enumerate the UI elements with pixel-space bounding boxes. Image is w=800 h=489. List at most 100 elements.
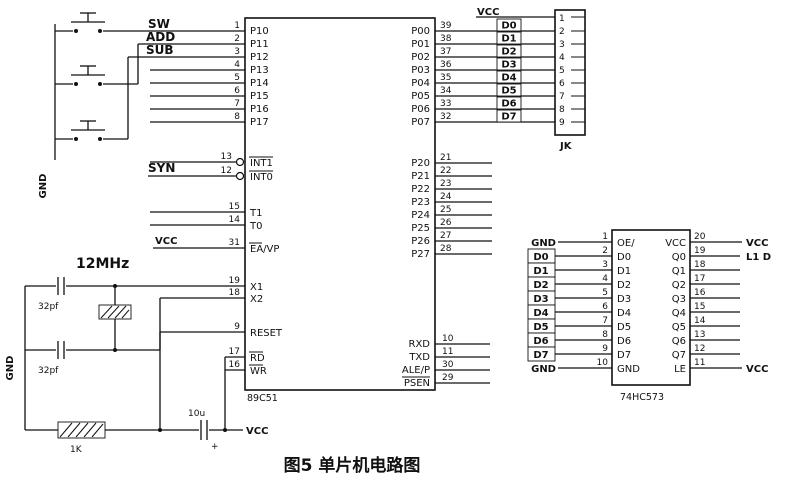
pin-label: D2 xyxy=(617,280,631,291)
net-label: D3 xyxy=(533,294,548,305)
pin-number: 17 xyxy=(229,347,240,357)
pin-number: 26 xyxy=(440,218,452,228)
pin-number: 7 xyxy=(602,316,608,326)
net-label: D7 xyxy=(533,350,548,361)
pin-label: P13 xyxy=(250,65,269,76)
pin-number: 5 xyxy=(559,66,565,76)
pin-label: LE xyxy=(674,364,686,375)
pin-number: 6 xyxy=(559,79,565,89)
pin-number: 36 xyxy=(440,60,452,70)
pin-number: 39 xyxy=(440,21,452,31)
signal-label: ADD xyxy=(146,30,175,44)
net-label: D3 xyxy=(501,60,516,71)
inversion-bubble xyxy=(235,171,245,181)
pin-label: P03 xyxy=(411,65,430,76)
contact-dot xyxy=(74,29,78,33)
pin-label: Q6 xyxy=(672,336,686,347)
net-label: D6 xyxy=(501,99,516,110)
pin-number: 4 xyxy=(234,60,240,70)
pin-number: 30 xyxy=(442,360,454,370)
pin-label: WR xyxy=(250,366,267,377)
pin-number: 6 xyxy=(602,302,608,312)
pin-number: 31 xyxy=(229,238,240,248)
pin-label: Q3 xyxy=(672,294,686,305)
net-label: D0 xyxy=(501,21,516,32)
pin-label: D1 xyxy=(617,266,631,277)
pin-label: D7 xyxy=(617,350,631,361)
pin-number: 29 xyxy=(442,373,454,383)
jk-connector: 1 2 3 4 5 6 7 8 9 JK xyxy=(554,9,586,152)
junction-dot xyxy=(113,348,117,352)
pin-label: D5 xyxy=(617,322,631,333)
pin-label: Q1 xyxy=(672,266,686,277)
pin-label: D6 xyxy=(617,336,631,347)
pin-number: 8 xyxy=(602,330,608,340)
net-box xyxy=(496,18,522,32)
pin-label: X1 xyxy=(250,282,263,293)
signal-label: SUB xyxy=(146,43,174,57)
oscillator-circuit: 12MHz 32pf 32pf GND xyxy=(5,256,268,455)
net-box xyxy=(496,96,522,110)
contact-dot xyxy=(98,82,102,86)
pin-label: RD xyxy=(250,353,265,364)
vcc-label: VCC xyxy=(477,7,499,18)
crystal-frequency: 12MHz xyxy=(76,256,129,272)
pin-label: RESET xyxy=(250,328,283,339)
contact-dot xyxy=(74,82,78,86)
pin-label: P07 xyxy=(411,117,430,128)
hatch xyxy=(107,305,120,319)
mcu-body xyxy=(244,17,436,391)
component-value: 32pf xyxy=(38,366,59,376)
pin-number: 15 xyxy=(694,302,705,312)
net-box xyxy=(496,57,522,71)
pin-label: P06 xyxy=(411,104,430,115)
pin-number: 9 xyxy=(602,344,608,354)
pin-number: 37 xyxy=(440,47,451,57)
pin-number: 11 xyxy=(694,358,705,368)
net-label: D1 xyxy=(501,34,516,45)
hatch xyxy=(59,422,73,438)
pin-label: P24 xyxy=(411,210,430,221)
mcu-name: 89C51 xyxy=(247,393,278,404)
gnd-label: GND xyxy=(5,356,16,381)
pin-number: 7 xyxy=(234,99,240,109)
pin-label: PSEN xyxy=(404,378,430,389)
pin-number: 18 xyxy=(694,260,706,270)
contact-dot xyxy=(98,137,102,141)
pin-number: 38 xyxy=(440,34,452,44)
pin-number: 23 xyxy=(440,179,451,189)
pin-label: P25 xyxy=(411,223,430,234)
pin-number: 20 xyxy=(694,232,706,242)
pin-number: 3 xyxy=(602,260,608,270)
pin-label: Q2 xyxy=(672,280,686,291)
pin-number: 16 xyxy=(229,360,241,370)
pin-number: 3 xyxy=(559,40,565,50)
pin-label: P20 xyxy=(411,158,430,169)
pin-number: 2 xyxy=(559,27,565,37)
pin-number: 34 xyxy=(440,86,452,96)
pin-number: 12 xyxy=(221,166,232,176)
pin-number: 25 xyxy=(440,205,451,215)
net-label: D1 xyxy=(533,266,548,277)
pin-label: P26 xyxy=(411,236,430,247)
pin-number: 22 xyxy=(440,166,451,176)
pin-label: P17 xyxy=(250,117,269,128)
junction-dot xyxy=(113,284,117,288)
pin-label: P11 xyxy=(250,39,269,50)
pin-number: 15 xyxy=(229,202,240,212)
pin-number: 5 xyxy=(602,288,608,298)
pin-label: T1 xyxy=(249,208,262,219)
net-label: D4 xyxy=(501,73,516,84)
pin-label: D0 xyxy=(617,252,631,263)
component-value: 1K xyxy=(70,445,83,455)
pin-number: 13 xyxy=(221,152,232,162)
pin-label: D3 xyxy=(617,294,631,305)
hatch xyxy=(67,422,81,438)
contact-dot xyxy=(74,137,78,141)
pin-number: 10 xyxy=(442,334,454,344)
pin-number: 28 xyxy=(440,244,452,254)
component-value: 32pf xyxy=(38,302,59,312)
pin-label: P01 xyxy=(411,39,430,50)
net-box xyxy=(496,109,522,123)
